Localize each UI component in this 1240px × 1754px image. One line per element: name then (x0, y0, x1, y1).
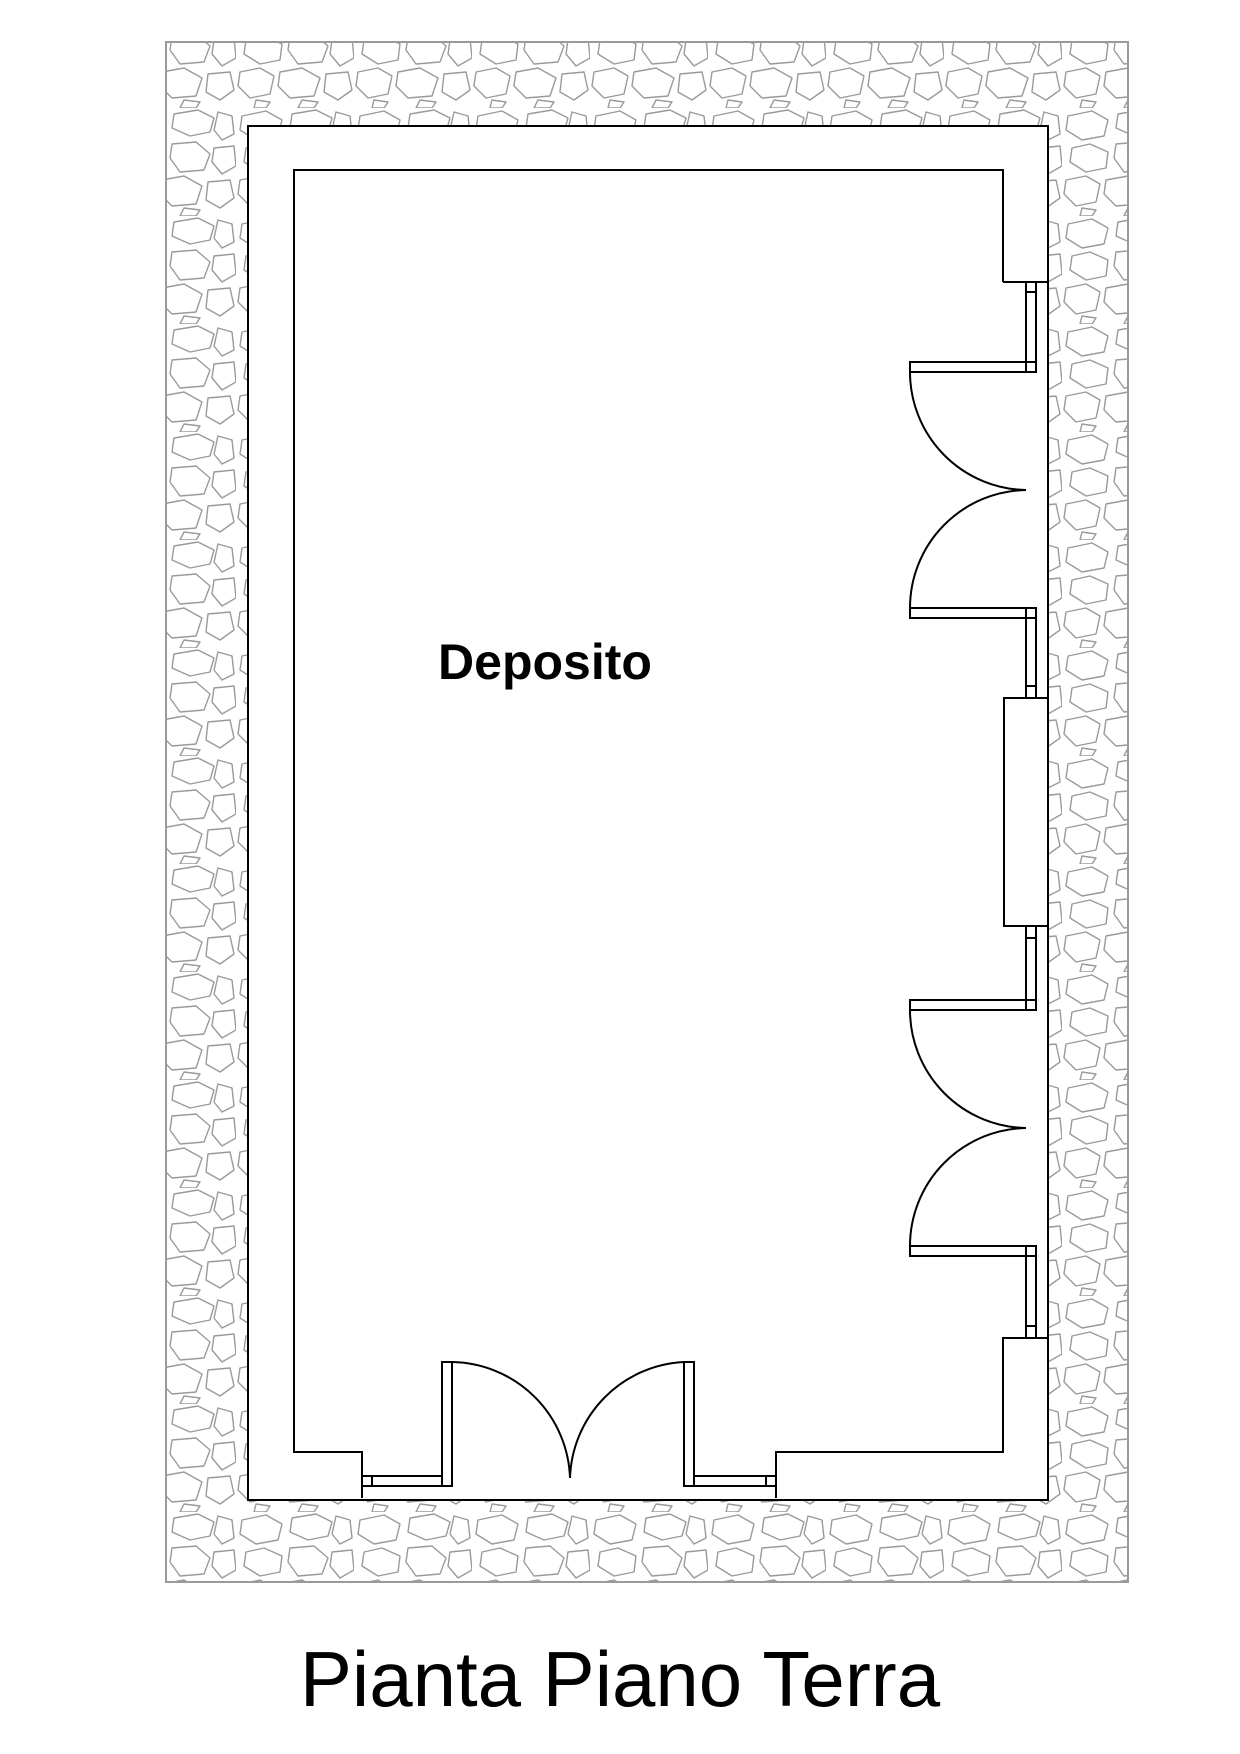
right-window (1025, 925, 1037, 1000)
room-label: Deposito (438, 634, 652, 690)
bottom-double-door (361, 1361, 777, 1487)
building-exterior (247, 125, 1049, 1501)
right-upper-double-door (909, 281, 1037, 699)
drawing-title: Pianta Piano Terra (299, 1635, 941, 1723)
right-lower-double-door (909, 999, 1037, 1339)
